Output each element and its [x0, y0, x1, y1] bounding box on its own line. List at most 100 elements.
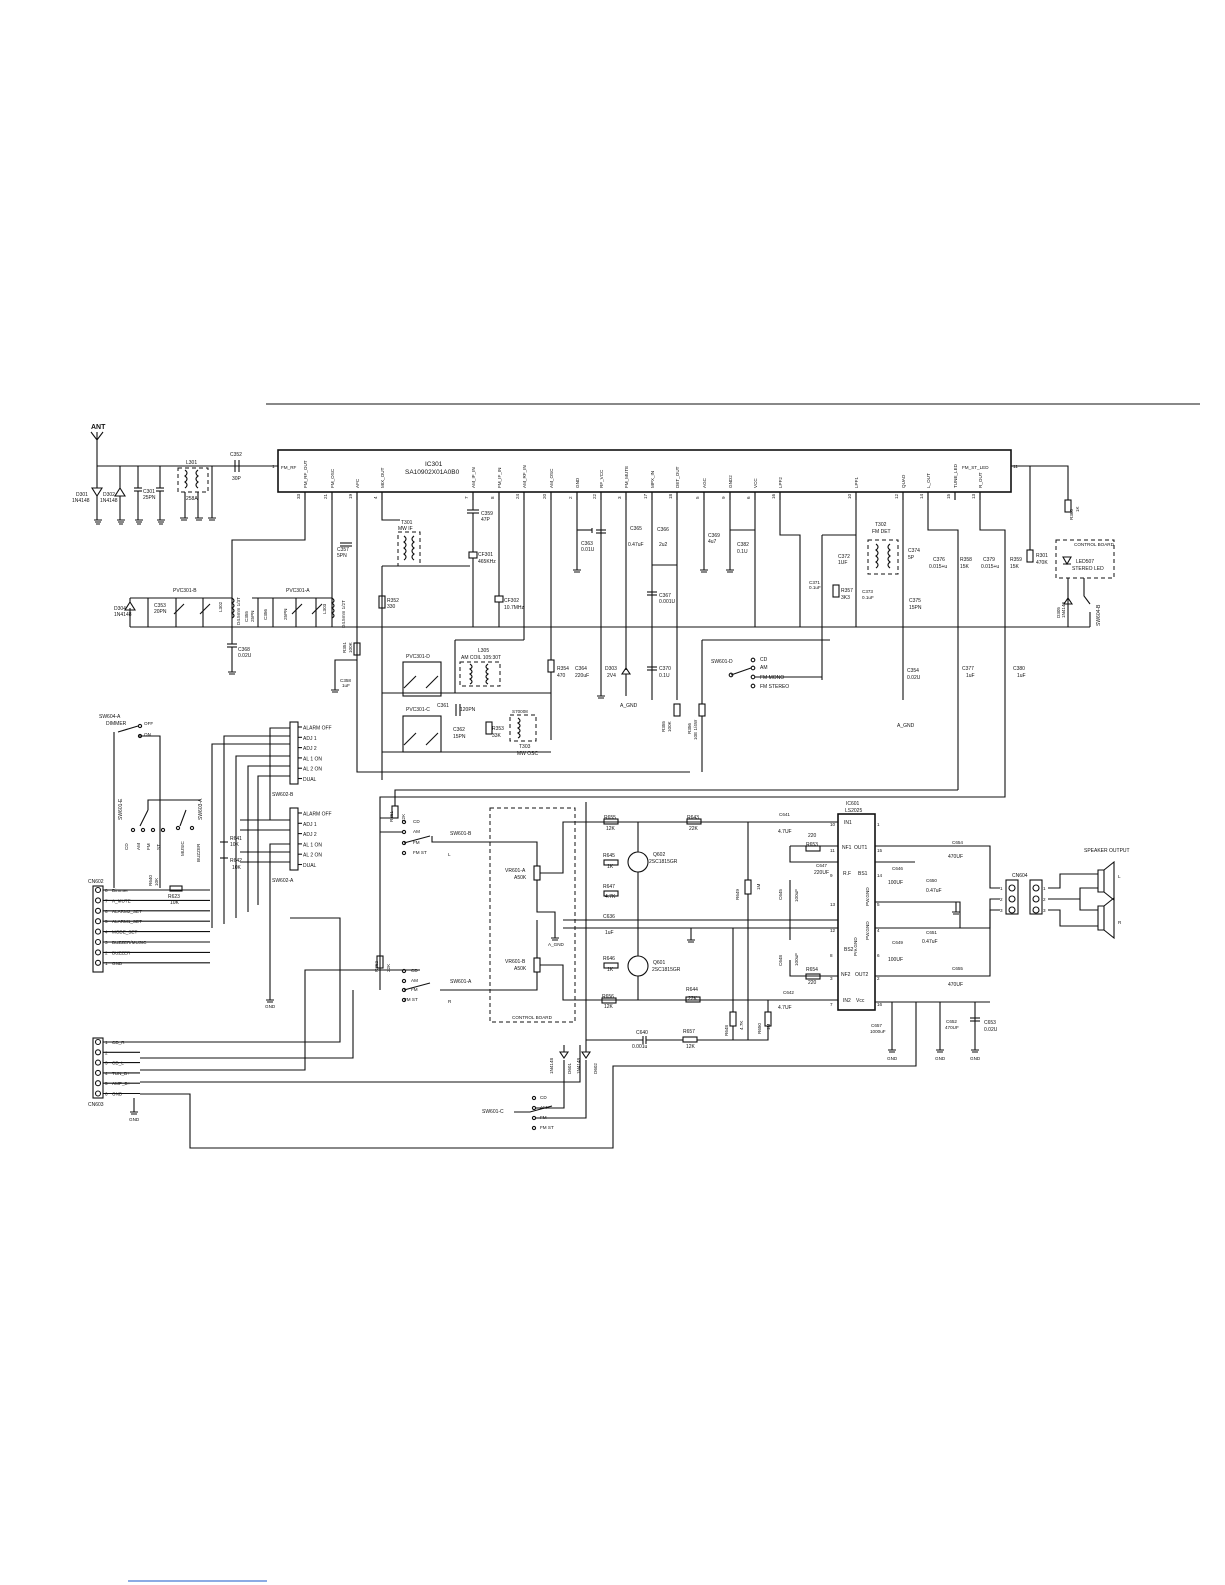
ic601-pwgnd-1: PW.GND: [865, 887, 870, 906]
ic601-bs1: BS1: [858, 871, 868, 877]
c374-val: 5P: [908, 555, 915, 561]
ic601-vcc: Vcc: [856, 998, 865, 1004]
t303-shield: [509, 714, 537, 742]
c645-ref: C645: [778, 889, 783, 900]
r655-ref: R655: [604, 815, 616, 821]
d301-val: 1N4148: [72, 498, 90, 504]
c374-ref: C374: [908, 548, 920, 554]
ic301-pin-name: LPF1: [854, 477, 859, 488]
switch-position-label: AL 2 ON: [303, 853, 322, 859]
c357-ref: C357: [337, 547, 349, 553]
ic301-pin-num: 4: [373, 496, 378, 499]
d302-ref: D302: [103, 492, 115, 498]
sw603a-ref: SW603-A: [198, 798, 204, 820]
sw602b-body[interactable]: [289, 721, 299, 785]
r352-val: 330: [387, 604, 396, 610]
ic301-pin-num: 16: [771, 493, 776, 499]
ic601-pin-num: 9: [830, 873, 833, 878]
r647-ref: R647: [603, 884, 615, 890]
a-gnd-label-2: A_GND: [897, 723, 915, 729]
svg-text:2: 2: [1043, 897, 1046, 902]
c368-val: 0.02U: [238, 653, 252, 659]
ic601-pin-num: 13: [830, 902, 836, 907]
svg-text:1: 1: [1000, 886, 1003, 891]
c362-val: 15PN: [453, 734, 466, 740]
r643-val: 22K: [689, 826, 699, 832]
c636-val: 1uF: [605, 930, 614, 936]
sw601e-switch[interactable]: [139, 799, 200, 827]
c376-ref: C376: [933, 557, 945, 563]
t301-coil: [403, 535, 415, 561]
c657-ref: C657: [871, 1023, 882, 1028]
d302-symbol: [114, 486, 126, 497]
switch-position-label: AL 2 ON: [303, 767, 322, 773]
q601-val: 2SC1815GR: [652, 967, 681, 973]
sw601c-fmst: FM ST: [540, 1125, 554, 1130]
c650-val: 0.47uF: [926, 888, 942, 894]
d303-val: 2V4: [607, 673, 616, 679]
ic301-pin-num: 2: [568, 496, 573, 499]
ic301-pin-num: 21: [323, 493, 328, 499]
cn603-ref: CN603: [88, 1102, 104, 1108]
ic301-pin-num: 7: [464, 496, 469, 499]
switch-position-label: AL 1 ON: [303, 756, 322, 762]
ic601-ref: IC601: [846, 801, 860, 807]
ic601-pin-num: 12: [830, 928, 836, 933]
tuner-wiring: C357 5PN D304 1N4148 C353 20PN PVC301-B …: [114, 465, 1115, 990]
left-gnd-label: GND: [265, 1004, 276, 1009]
l302-coil: [230, 597, 235, 619]
ic601-pin-num: 11: [830, 848, 835, 853]
ic601-pregnd: Pre.GND: [853, 937, 858, 956]
sw601c-ref: SW601-C: [482, 1109, 504, 1115]
ic301-pin-name: MIX_OUT: [380, 467, 385, 488]
dimmer-switch[interactable]: [113, 725, 161, 888]
c353-val: 20PN: [154, 609, 167, 615]
speaker-r: R: [1118, 920, 1122, 925]
d302-val: 1N4148: [100, 498, 118, 504]
sw601d-fm-stereo: FM STEREO: [760, 684, 789, 690]
ic301-pin-num: 20: [542, 493, 547, 499]
sw601b-cd: CD: [413, 819, 420, 824]
sw601b-switch[interactable]: [403, 835, 431, 844]
r640-ref: R640: [148, 875, 153, 886]
q602-symbol: [627, 851, 649, 873]
ic301-pin-name: FM_RF: [281, 465, 297, 470]
r650-ref: R650: [757, 1023, 762, 1034]
speaker-right-icon: [1097, 896, 1115, 940]
l301-ref: L301: [186, 460, 197, 466]
c649-val: 100UF: [888, 957, 903, 963]
d602-val: 1N4148: [576, 1057, 581, 1074]
t302-val: FM DET: [872, 529, 891, 535]
t302-ref: T302: [875, 522, 887, 528]
d602-ref: D602: [593, 1063, 598, 1074]
ic301-pin-name: AGC: [702, 477, 707, 488]
c353-ref: C353: [154, 603, 166, 609]
sw601a-switch[interactable]: [403, 982, 431, 991]
c370-val: 0.1U: [659, 673, 670, 679]
c359-val: 47P: [481, 517, 491, 523]
led-control-board-label: CONTROL BOARD: [1074, 542, 1115, 547]
ic301-pin-name: QUAD: [901, 474, 906, 488]
ic601-pin-num: 4: [877, 928, 880, 933]
ic301-ref: IC301: [425, 461, 443, 468]
r649-val: 1M: [756, 883, 761, 890]
sw603a-switch[interactable]: [179, 809, 187, 827]
amp-gnd-1: GND: [887, 1056, 898, 1061]
r359-val: 15K: [1010, 564, 1020, 570]
ic601-pin-num: 10: [830, 822, 836, 827]
ic301-pin-num: 18: [668, 493, 673, 499]
switch-position-label: DUAL: [303, 777, 317, 783]
l301-val: 258A: [186, 496, 198, 502]
ic601-pin-num: 15: [877, 848, 883, 853]
c648-val: 100uF: [794, 953, 799, 966]
c362-ref: C362: [453, 727, 465, 733]
c657-val: 1000uF: [870, 1029, 886, 1034]
c654-ref: C654: [952, 840, 963, 845]
cf301-ref: CF301: [478, 552, 493, 558]
r353-val: 33K: [492, 733, 502, 739]
sw602a-body[interactable]: [289, 807, 299, 871]
c379-ref: C379: [983, 557, 995, 563]
cf302-val: 10.7MHz: [504, 605, 525, 611]
